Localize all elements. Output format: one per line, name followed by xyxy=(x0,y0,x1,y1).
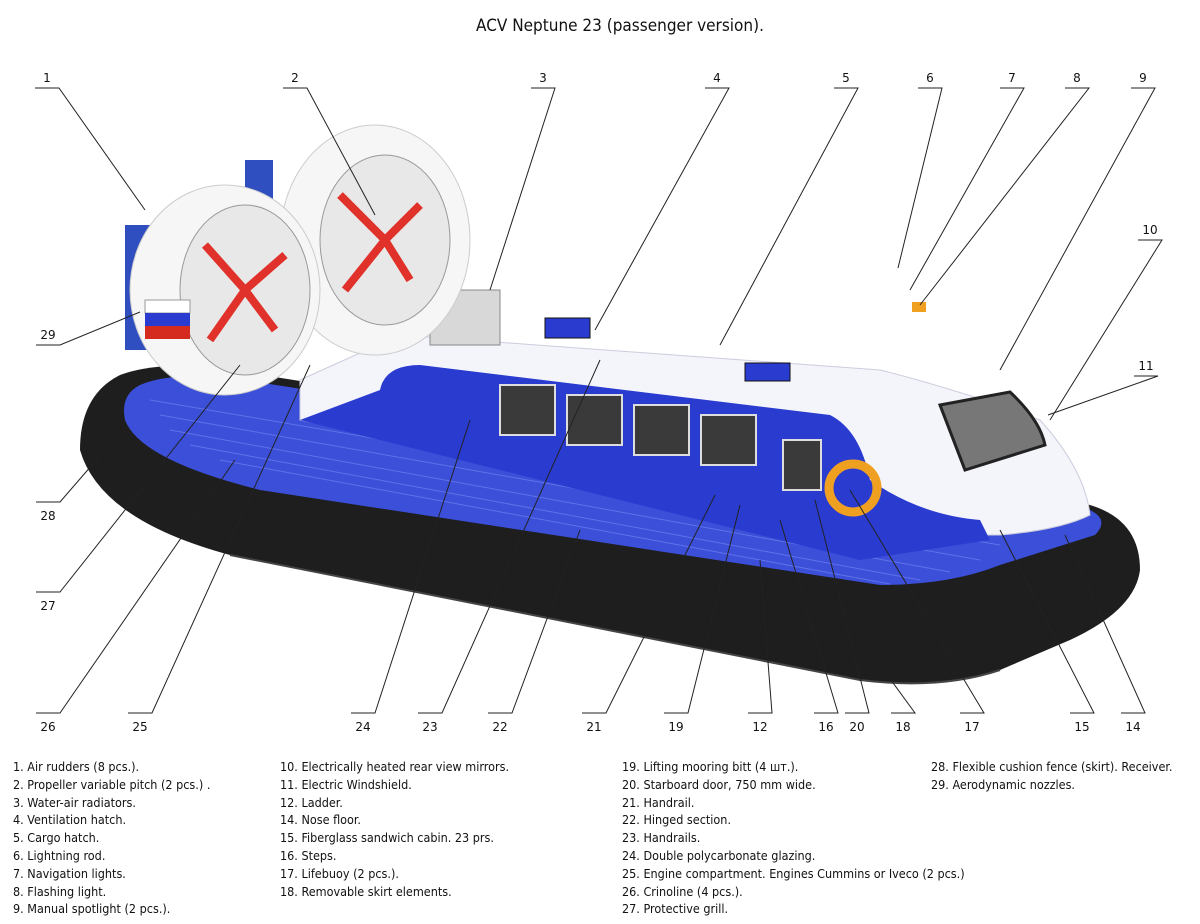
callout-number: 4 xyxy=(713,71,721,85)
legend-item: 23. Handrails. xyxy=(622,830,701,846)
legend-item: 2. Propeller variable pitch (2 pcs.) . xyxy=(13,776,211,792)
legend-item: 19. Lifting mooring bitt (4 шт.). xyxy=(622,759,799,774)
leader-line xyxy=(1049,239,1163,421)
callout-number: 12 xyxy=(752,720,767,734)
leader-line xyxy=(36,449,106,503)
legend-item: 5. Cargo hatch. xyxy=(13,830,100,846)
leader-line xyxy=(664,504,741,714)
leader-line xyxy=(1047,375,1159,416)
leader-line xyxy=(283,87,376,216)
callout-number: 2 xyxy=(291,71,299,85)
callout-number: 6 xyxy=(926,71,934,85)
legend-item: 26. Crinoline (4 pcs.). xyxy=(622,883,743,899)
leader-line xyxy=(351,419,471,714)
flashing-light xyxy=(912,302,926,312)
legend-col-2: 10. Electrically heated rear view mirror… xyxy=(280,758,509,900)
callout-number: 10 xyxy=(1142,223,1157,237)
legend-item: 16. Steps. xyxy=(280,847,337,863)
callout-number: 21 xyxy=(586,720,601,734)
callout-number: 15 xyxy=(1074,720,1089,734)
legend-item: 1. Air rudders (8 pcs.). xyxy=(13,759,140,774)
callout-number: 26 xyxy=(40,720,55,734)
legend-item: 11. Electric Windshield. xyxy=(280,776,412,792)
legend-item: 6. Lightning rod. xyxy=(13,847,106,863)
callout-number: 9 xyxy=(1139,71,1147,85)
legend-item: 7. Navigation lights. xyxy=(13,865,126,881)
leader-line xyxy=(879,664,916,714)
callout-number: 5 xyxy=(842,71,850,85)
leader-line xyxy=(594,87,730,331)
callout-number: 11 xyxy=(1138,359,1153,373)
leader-line xyxy=(999,87,1156,371)
leader-line xyxy=(1064,534,1146,714)
legend-item: 15. Fiberglass sandwich cabin. 23 prs. xyxy=(280,830,494,846)
leader-line xyxy=(748,559,773,714)
leader-line xyxy=(582,494,716,714)
leader-line xyxy=(919,87,1091,306)
legend-item: 24. Double polycarbonate glazing. xyxy=(622,847,816,863)
callout-number: 14 xyxy=(1125,720,1140,734)
legend-item: 21. Handrail. xyxy=(622,794,695,810)
leader-line xyxy=(36,364,241,593)
callout-number: 8 xyxy=(1073,71,1081,85)
callout-number: 27 xyxy=(40,599,55,613)
legend-item: 12. Ladder. xyxy=(280,794,343,810)
legend-item: 14. Nose floor. xyxy=(280,812,361,828)
legend-col-4: 28. Flexible cushion fence (skirt). Rece… xyxy=(931,758,1172,794)
legend-col-3: 19. Lifting mooring bitt (4 шт.). 20. Sta… xyxy=(622,758,965,918)
legend-item: 18. Removable skirt elements. xyxy=(280,883,452,899)
cabin-windows xyxy=(499,384,822,491)
fan-left xyxy=(129,184,321,396)
callout-number: 20 xyxy=(849,720,864,734)
legend-item: 20. Starboard door, 750 mm wide. xyxy=(622,776,816,792)
legend-item: 27. Protective grill. xyxy=(622,901,729,917)
legend-item: 9. Manual spotlight (2 pcs.). xyxy=(13,901,171,917)
callout-number: 1 xyxy=(43,71,51,85)
lifebuoy xyxy=(824,459,882,517)
leader-line xyxy=(719,87,859,346)
leader-line xyxy=(35,87,146,211)
leader-line xyxy=(909,87,1025,291)
leader-line xyxy=(814,499,870,714)
legend-item: 4. Ventilation hatch. xyxy=(13,812,127,828)
callout-number: 23 xyxy=(422,720,437,734)
cargo-hatch xyxy=(744,362,791,382)
leader-line xyxy=(779,519,839,714)
callout-number: 16 xyxy=(818,720,833,734)
callout-number: 19 xyxy=(668,720,683,734)
leader-line xyxy=(999,529,1095,714)
leader-line xyxy=(36,459,236,714)
callout-number: 29 xyxy=(40,328,55,342)
ventilation-hatch xyxy=(544,317,591,339)
callout-number: 7 xyxy=(1008,71,1016,85)
leader-line xyxy=(849,489,985,714)
callout-number: 22 xyxy=(492,720,507,734)
windshield xyxy=(937,390,1047,472)
legend-item: 28. Flexible cushion fence (skirt). Rece… xyxy=(931,759,1173,774)
callout-number: 17 xyxy=(964,720,979,734)
diagram-title: ACV Neptune 23 (passenger version). xyxy=(476,16,764,36)
legend-item: 22. Hinged section. xyxy=(622,812,732,828)
callout-number: 24 xyxy=(355,720,370,734)
callout-number: 3 xyxy=(539,71,547,85)
leader-line xyxy=(36,311,141,346)
legend-item: 17. Lifebuoy (2 pcs.). xyxy=(280,865,399,881)
leader-line xyxy=(897,87,943,269)
callout-number: 18 xyxy=(895,720,910,734)
callout-number: 25 xyxy=(132,720,147,734)
leader-line xyxy=(128,364,311,714)
legend-item: 3. Water-air radiators. xyxy=(13,794,136,810)
leader-line xyxy=(418,359,601,714)
legend-col-1: 1. Air rudders (8 pcs.). 2. Propeller var… xyxy=(13,758,210,918)
legend-item: 25. Engine compartment. Engines Cummins … xyxy=(622,865,965,881)
legend-item: 10. Electrically heated rear view mirror… xyxy=(280,759,510,774)
legend-item: 29. Aerodynamic nozzles. xyxy=(931,776,1076,792)
leader-line xyxy=(488,529,581,714)
leader-line xyxy=(489,87,556,291)
callout-number: 28 xyxy=(40,509,55,523)
fan-right xyxy=(279,124,471,356)
legend-item: 8. Flashing light. xyxy=(13,883,107,899)
